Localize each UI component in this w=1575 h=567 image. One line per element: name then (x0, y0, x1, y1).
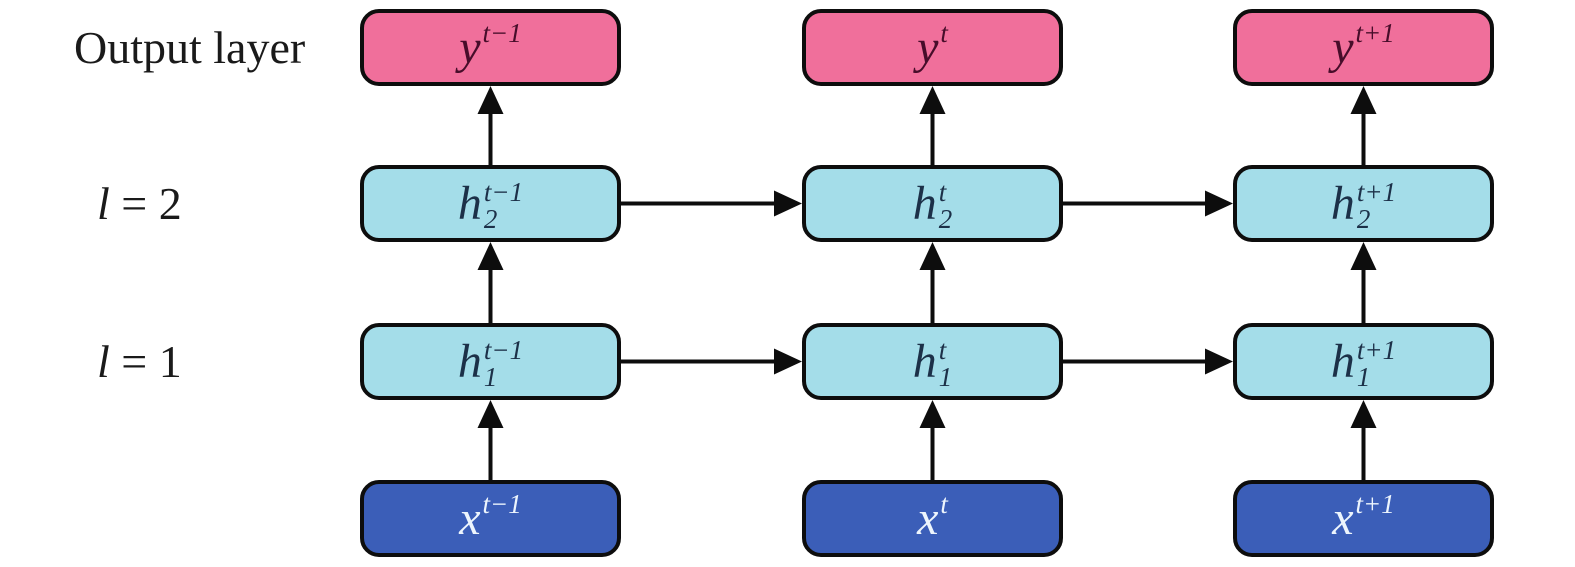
node-y-t-plus-1-superscript: t+1 (1355, 18, 1395, 48)
node-h1-t-plus-1-superscript: t+1 (1356, 334, 1397, 365)
edge-h1-t-to-h2-t (919, 242, 946, 323)
node-y-t-minus-1-superscript: t−1 (482, 18, 522, 48)
layer-1-label-var: l (97, 336, 110, 387)
layer-2-label-var: l (97, 178, 110, 229)
node-h2-t-subscript: 2 (938, 203, 953, 234)
node-h1-t-minus-1-superscript: t−1 (483, 334, 524, 365)
node-h1-t-minus-1-symbol: h (457, 334, 482, 388)
node-h1-t-subscript: 1 (938, 361, 953, 392)
node-h2-t-plus-1-symbol: h (1330, 176, 1355, 230)
edge-h1-t-minus-1-to-h2-t-minus-1 (477, 242, 504, 323)
edge-h1-t-to-h1-t-plus-1 (1063, 348, 1233, 375)
layer-1-label-eq: = 1 (109, 336, 182, 387)
node-h1-t-superscript: t (938, 334, 947, 365)
node-y-t-plus-1-symbol: y (1332, 20, 1354, 74)
node-y-t-symbol: y (917, 20, 939, 74)
node-y-t-minus-1-symbol: y (459, 20, 481, 74)
node-x-t-superscript: t (940, 489, 948, 519)
edge-h2-t-plus-1-to-y-t-plus-1 (1350, 86, 1377, 165)
edge-h2-t-minus-1-to-y-t-minus-1 (477, 86, 504, 165)
node-h1-t-minus-1-subscript: 1 (483, 361, 498, 392)
node-x-t-symbol: x (917, 491, 939, 545)
edge-x-t-minus-1-to-h1-t-minus-1 (477, 400, 504, 480)
node-x-t-minus-1-symbol: x (459, 491, 481, 545)
node-y-t-superscript: t (940, 18, 948, 48)
node-h2-t-plus-1-superscript: t+1 (1356, 176, 1397, 207)
layer-1-label: l = 1 (97, 323, 182, 400)
edge-h2-t-to-y-t (919, 86, 946, 165)
node-h1-t-plus-1-symbol: h (1330, 334, 1355, 388)
output-layer-label: Output layer (74, 9, 305, 86)
layer-2-label: l = 2 (97, 165, 182, 242)
edge-h2-t-minus-1-to-h2-t (621, 190, 802, 217)
node-h2-t-superscript: t (938, 176, 947, 207)
output-layer-label-text: Output layer (74, 22, 306, 73)
edge-x-t-to-h1-t (919, 400, 946, 480)
node-x-t-plus-1-superscript: t+1 (1355, 489, 1395, 519)
node-h2-t-plus-1-subscript: 2 (1356, 203, 1371, 234)
node-h2-t-minus-1-symbol: h (457, 176, 482, 230)
layer-2-label-eq: = 2 (109, 178, 182, 229)
node-h1-t-plus-1-subscript: 1 (1356, 361, 1371, 392)
edge-h2-t-to-h2-t-plus-1 (1063, 190, 1233, 217)
edge-h1-t-plus-1-to-h2-t-plus-1 (1350, 242, 1377, 323)
node-x-t-minus-1-superscript: t−1 (482, 489, 522, 519)
node-h2-t-symbol: h (912, 176, 937, 230)
node-h2-t-minus-1-subscript: 2 (483, 203, 498, 234)
edge-x-t-plus-1-to-h1-t-plus-1 (1350, 400, 1377, 480)
edge-h1-t-minus-1-to-h1-t (621, 348, 802, 375)
node-x-t-plus-1-symbol: x (1332, 491, 1354, 545)
node-h1-t-symbol: h (912, 334, 937, 388)
node-h2-t-minus-1-superscript: t−1 (483, 176, 524, 207)
